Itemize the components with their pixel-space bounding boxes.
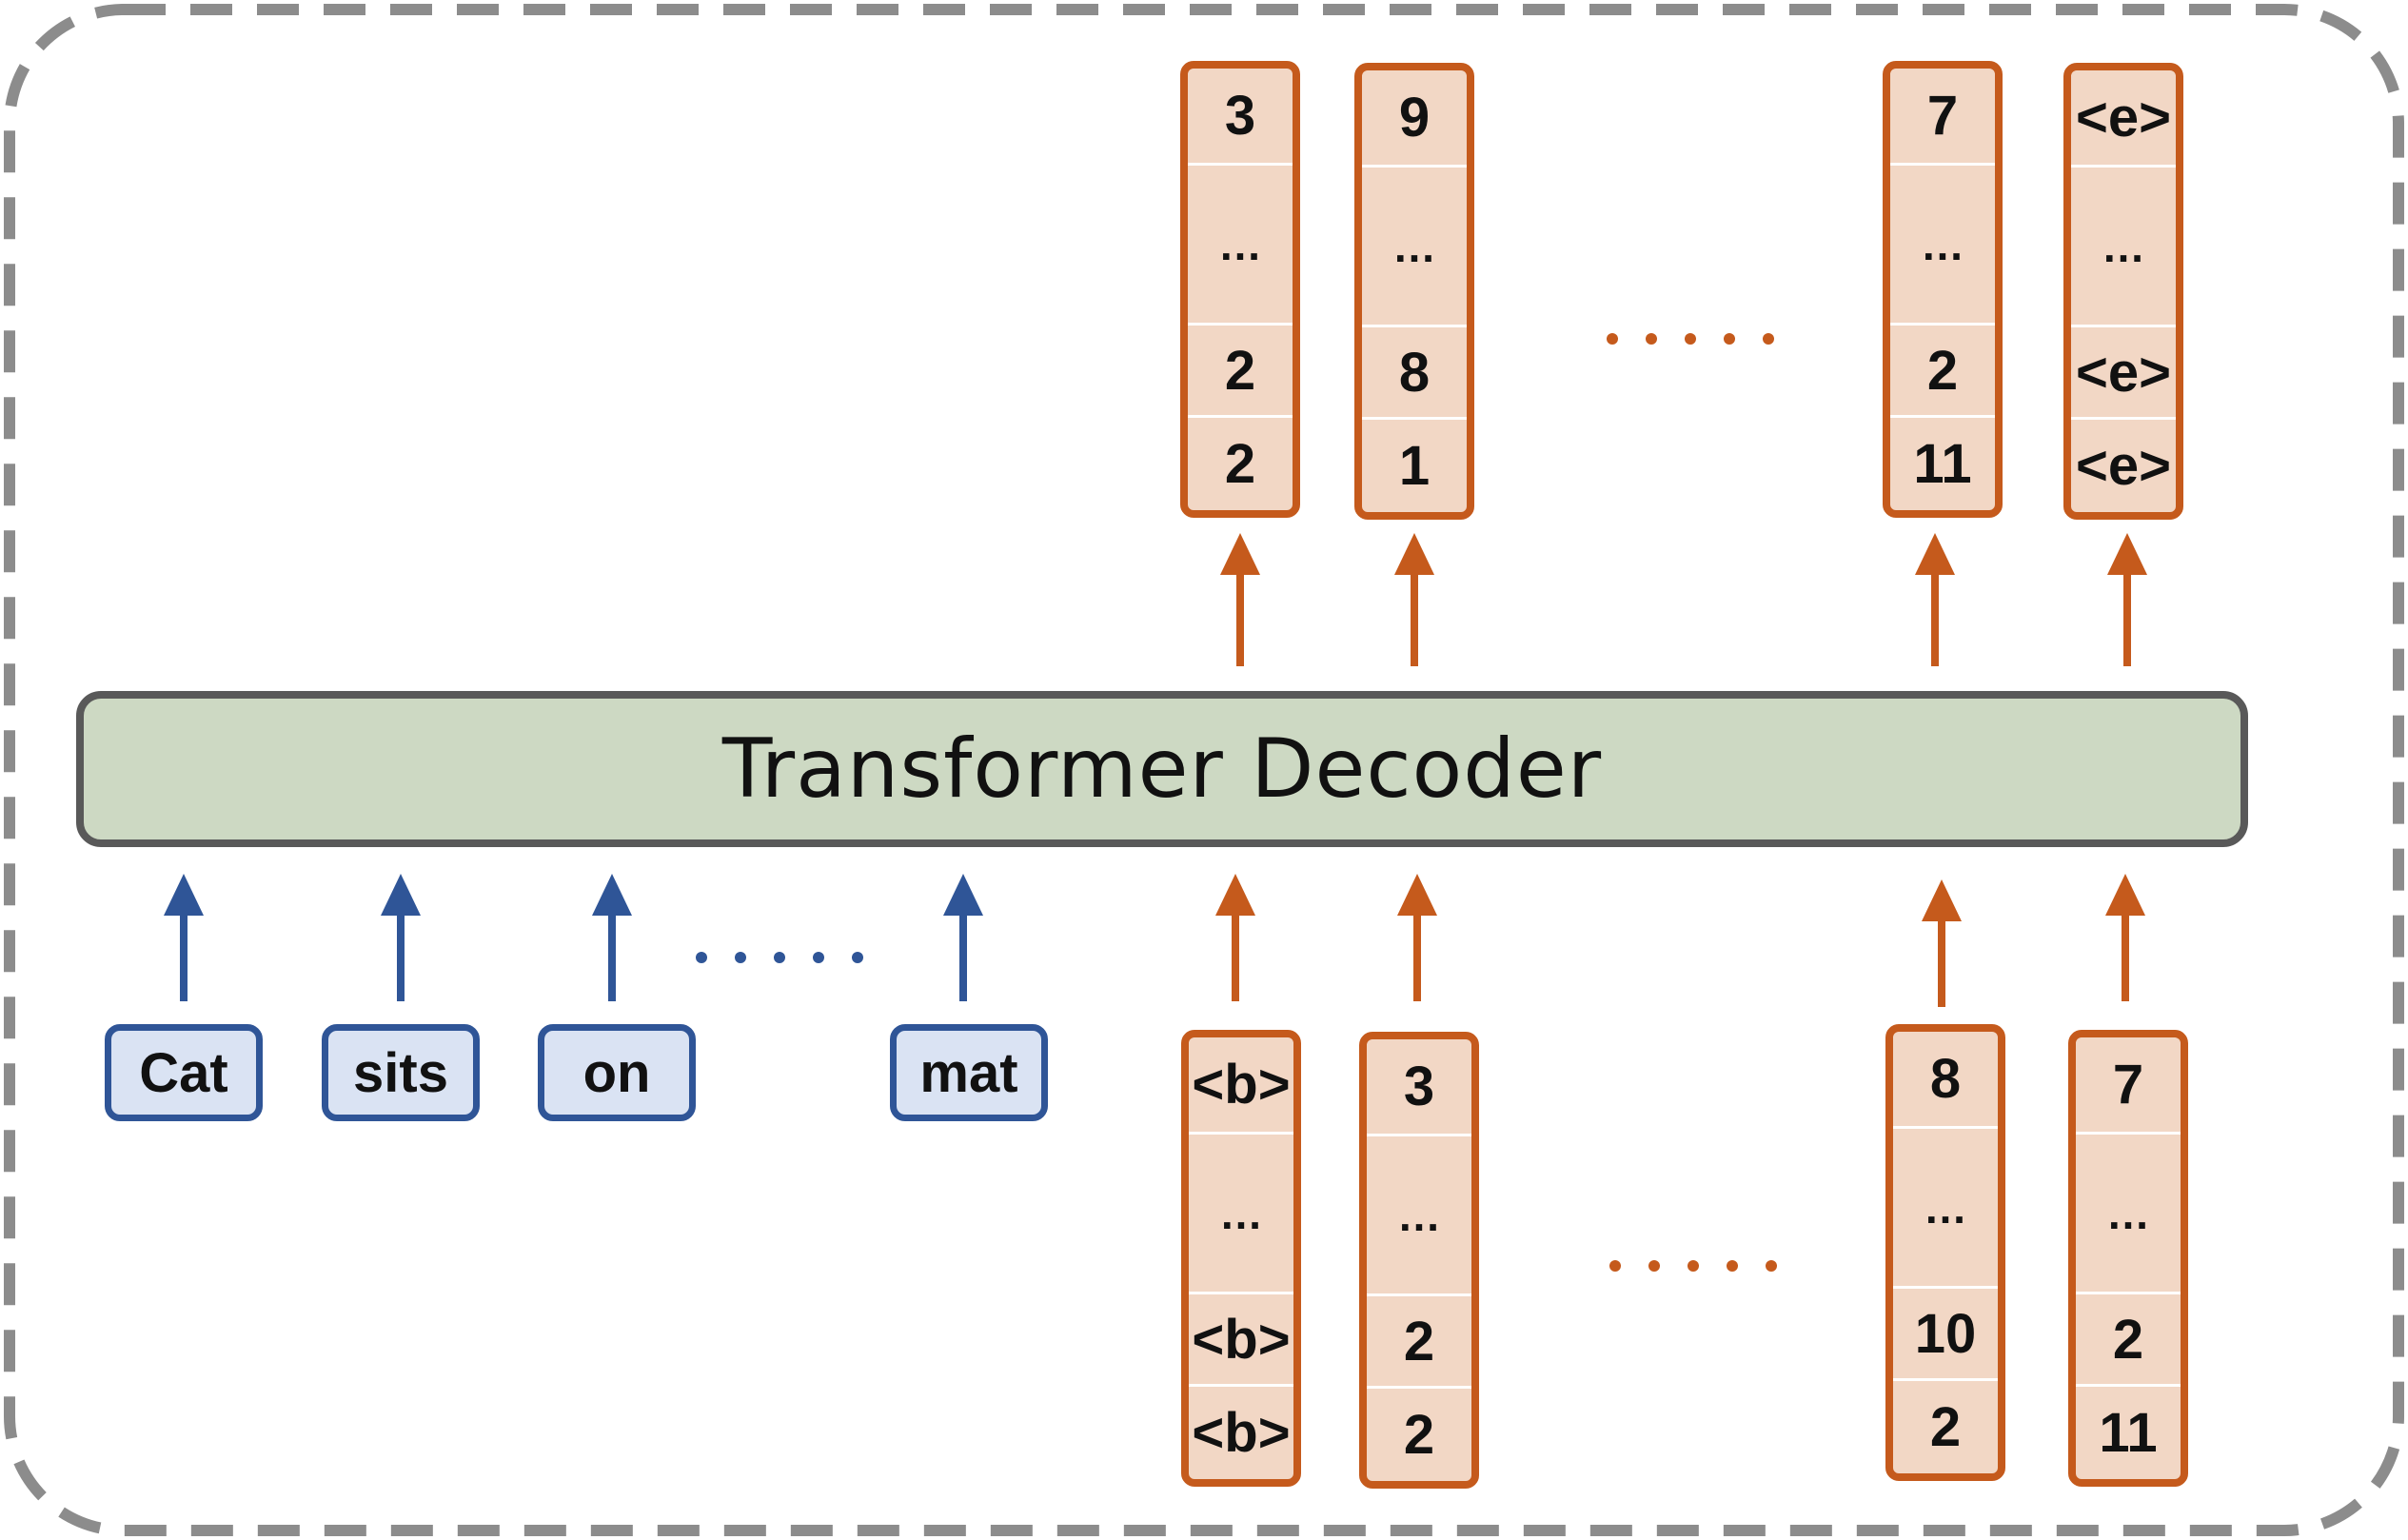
token-cell: 3 [1188,69,1293,166]
token-cell-ellipsis: … [2076,1135,2181,1294]
token-cell: 2 [1188,326,1293,418]
token-cell-ellipsis: … [1367,1136,1471,1296]
token-cell: 2 [1929,1396,1962,1458]
token-cell: 3 [1367,1039,1471,1136]
token-cell: 11 [1913,433,1972,495]
token-cell: <e> [2071,327,2176,420]
token-cell: 8 [1362,327,1467,420]
token-cell-ellipsis: … [1188,166,1293,326]
token-cell: <b> [1189,1294,1293,1387]
token-cell: 10 [1893,1289,1998,1381]
word-token-sits: sits [322,1024,480,1121]
token-cell: 9 [1362,70,1467,168]
token-cell-ellipsis: … [2071,168,2176,327]
input-token-column: 3 … 2 2 [1359,1032,1479,1489]
token-cell: 2 [1367,1296,1471,1389]
token-cell: 8 [1893,1032,1998,1129]
token-cell: 2 [1224,433,1256,495]
token-cell: <e> [2071,70,2176,168]
token-cell-ellipsis: … [1890,166,1995,326]
input-token-column: 7 … 2 11 [2068,1030,2188,1487]
transformer-decoder-block: Transformer Decoder [76,691,2248,847]
output-token-column: 3 … 2 2 [1180,61,1300,518]
token-cell: 7 [2076,1037,2181,1135]
token-cell: <b> [1189,1037,1293,1135]
output-token-column: <e> … <e> <e> [2063,63,2183,520]
token-cell: 11 [2099,1402,2158,1464]
token-cell: <b> [1192,1402,1291,1464]
token-cell: 2 [1890,326,1995,418]
token-cell-ellipsis: … [1362,168,1467,327]
word-token-mat: mat [890,1024,1048,1121]
word-token-on: on [538,1024,696,1121]
decoder-label: Transformer Decoder [721,721,1603,817]
input-token-column: <b> … <b> <b> [1181,1030,1301,1487]
output-token-column: 9 … 8 1 [1354,63,1474,520]
token-cell-ellipsis: … [1893,1129,1998,1289]
token-cell-ellipsis: … [1189,1135,1293,1294]
token-cell: <e> [2076,435,2171,497]
word-token-cat: Cat [105,1024,263,1121]
token-cell: 7 [1890,69,1995,166]
output-token-column: 7 … 2 11 [1883,61,2003,518]
token-cell: 2 [1403,1404,1435,1466]
input-token-column: 8 … 10 2 [1885,1024,2005,1481]
token-cell: 2 [2076,1294,2181,1387]
token-cell: 1 [1398,435,1431,497]
